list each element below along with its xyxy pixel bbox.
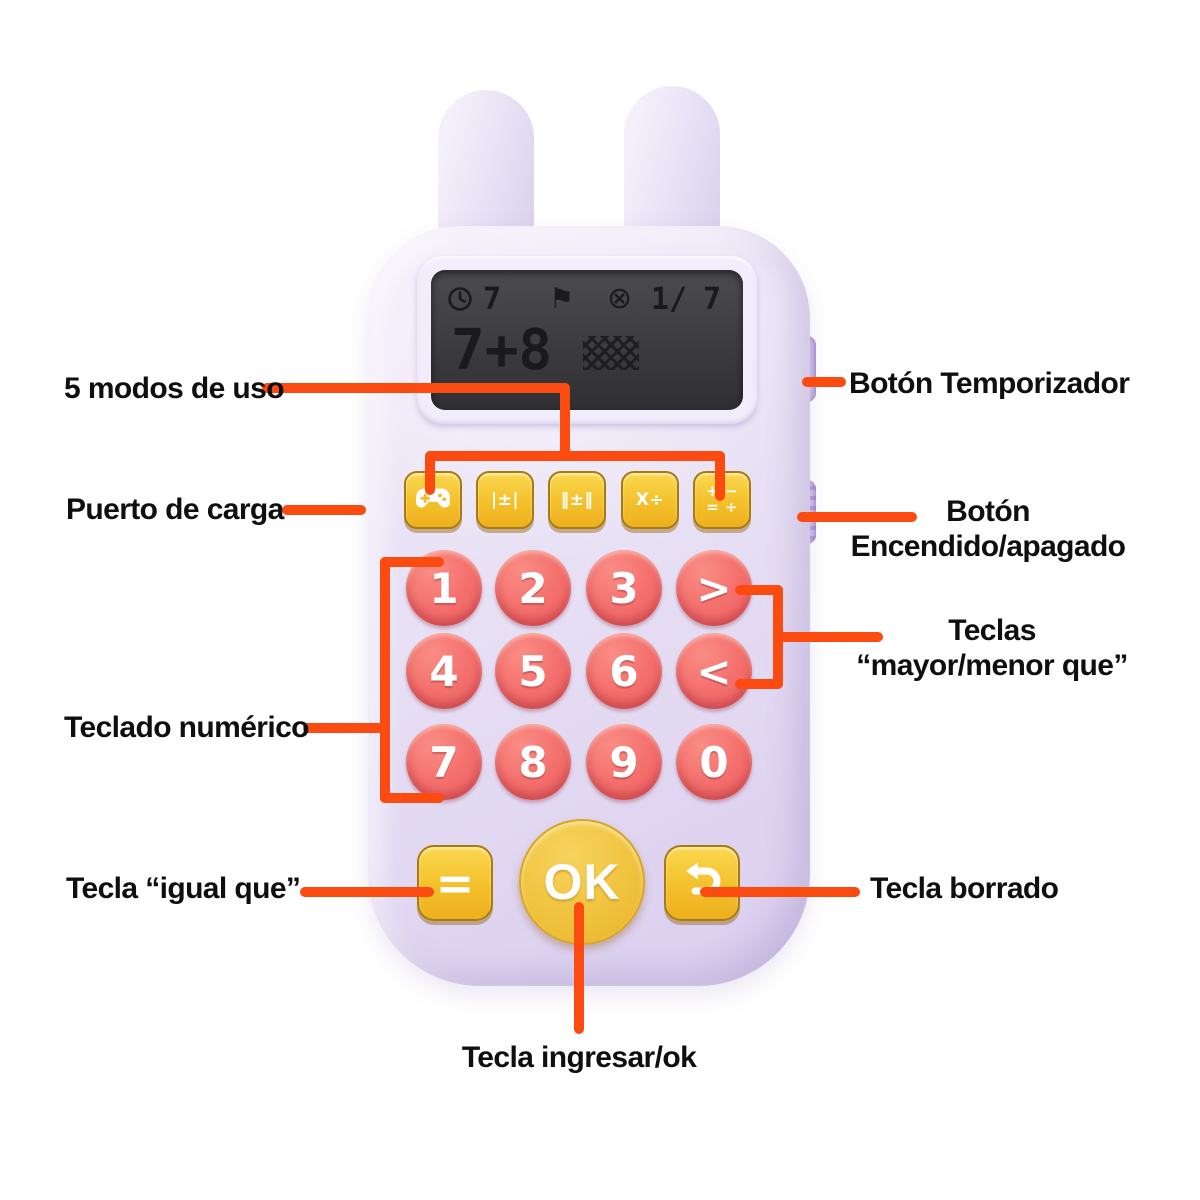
back-arrow-icon xyxy=(679,859,725,907)
round-current: 1/ xyxy=(651,282,688,317)
answer-placeholder-icon xyxy=(583,336,639,370)
annotation-line-power xyxy=(797,512,917,522)
key-3[interactable]: 3 xyxy=(586,550,662,626)
annotation-line-modes-bracket xyxy=(425,451,725,461)
clock-icon xyxy=(447,286,473,317)
annotation-line-ok xyxy=(574,902,584,1034)
annotation-line-numpad-top xyxy=(380,557,444,567)
annotation-line-modes-h xyxy=(262,383,570,393)
annotation-line-numpad-v xyxy=(380,557,390,803)
annotation-label-numeric-keypad: Teclado numérico xyxy=(64,711,310,744)
gamepad-icon xyxy=(414,486,452,515)
mode-button-two-digit[interactable]: ‖±‖ xyxy=(548,471,606,529)
key-9[interactable]: 9 xyxy=(586,724,662,800)
annotation-line-numpad-bottom xyxy=(380,793,444,803)
annotation-line-timer xyxy=(802,377,846,387)
mode-button-one-digit[interactable]: |±| xyxy=(476,471,534,529)
annotation-line-numpad-label xyxy=(303,723,390,733)
annotation-line-greater xyxy=(735,585,783,595)
annotation-line-modes-v xyxy=(560,383,570,461)
annotation-line-equals xyxy=(300,887,434,897)
wrong-count-icon: ⊗ xyxy=(607,281,633,316)
key-6[interactable]: 6 xyxy=(586,633,662,709)
flag-icon: ⚑ xyxy=(549,282,575,315)
clear-key[interactable] xyxy=(664,845,740,921)
annotation-label-timer-button: Botón Temporizador xyxy=(849,367,1130,400)
key-2[interactable]: 2 xyxy=(495,550,571,626)
mode-multiply-divide-label: X÷ xyxy=(635,490,665,510)
annotation-label-power-button: Botón Encendido/apagado xyxy=(850,495,1126,564)
annotation-label-modes: 5 modos de uso xyxy=(64,372,285,405)
annotation-line-compare-stub xyxy=(773,632,883,642)
annotation-line-less xyxy=(735,679,783,689)
key-0[interactable]: 0 xyxy=(676,724,752,800)
round-total: 7 xyxy=(703,282,722,317)
equals-key[interactable]: = xyxy=(417,845,493,921)
annotation-label-charging-port: Puerto de carga xyxy=(66,493,284,526)
annotation-line-modes-drop-left xyxy=(425,451,435,495)
key-8[interactable]: 8 xyxy=(495,724,571,800)
annotation-label-delete-key: Tecla borrado xyxy=(870,872,1059,905)
annotation-line-modes-drop-right xyxy=(715,451,725,501)
mode-two-digit-label: ‖±‖ xyxy=(560,490,594,510)
timer-digit: 7 xyxy=(483,282,502,317)
annotation-line-delete xyxy=(700,887,860,897)
annotation-line-charging-port xyxy=(282,505,366,515)
mode-one-digit-label: |±| xyxy=(490,490,520,510)
key-greater-than[interactable]: > xyxy=(676,550,752,626)
annotation-label-enter-key: Tecla ingresar/ok xyxy=(461,1041,697,1074)
annotation-label-equals-key: Tecla “igual que” xyxy=(66,872,301,905)
key-less-than[interactable]: < xyxy=(676,633,752,709)
key-5[interactable]: 5 xyxy=(495,633,571,709)
annotation-label-compare-keys: Teclas “mayor/menor que” xyxy=(856,614,1128,683)
key-4[interactable]: 4 xyxy=(406,633,482,709)
key-7[interactable]: 7 xyxy=(406,724,482,800)
display-expression: 7+8 xyxy=(451,318,553,383)
mode-button-multiply-divide[interactable]: X÷ xyxy=(621,471,679,529)
